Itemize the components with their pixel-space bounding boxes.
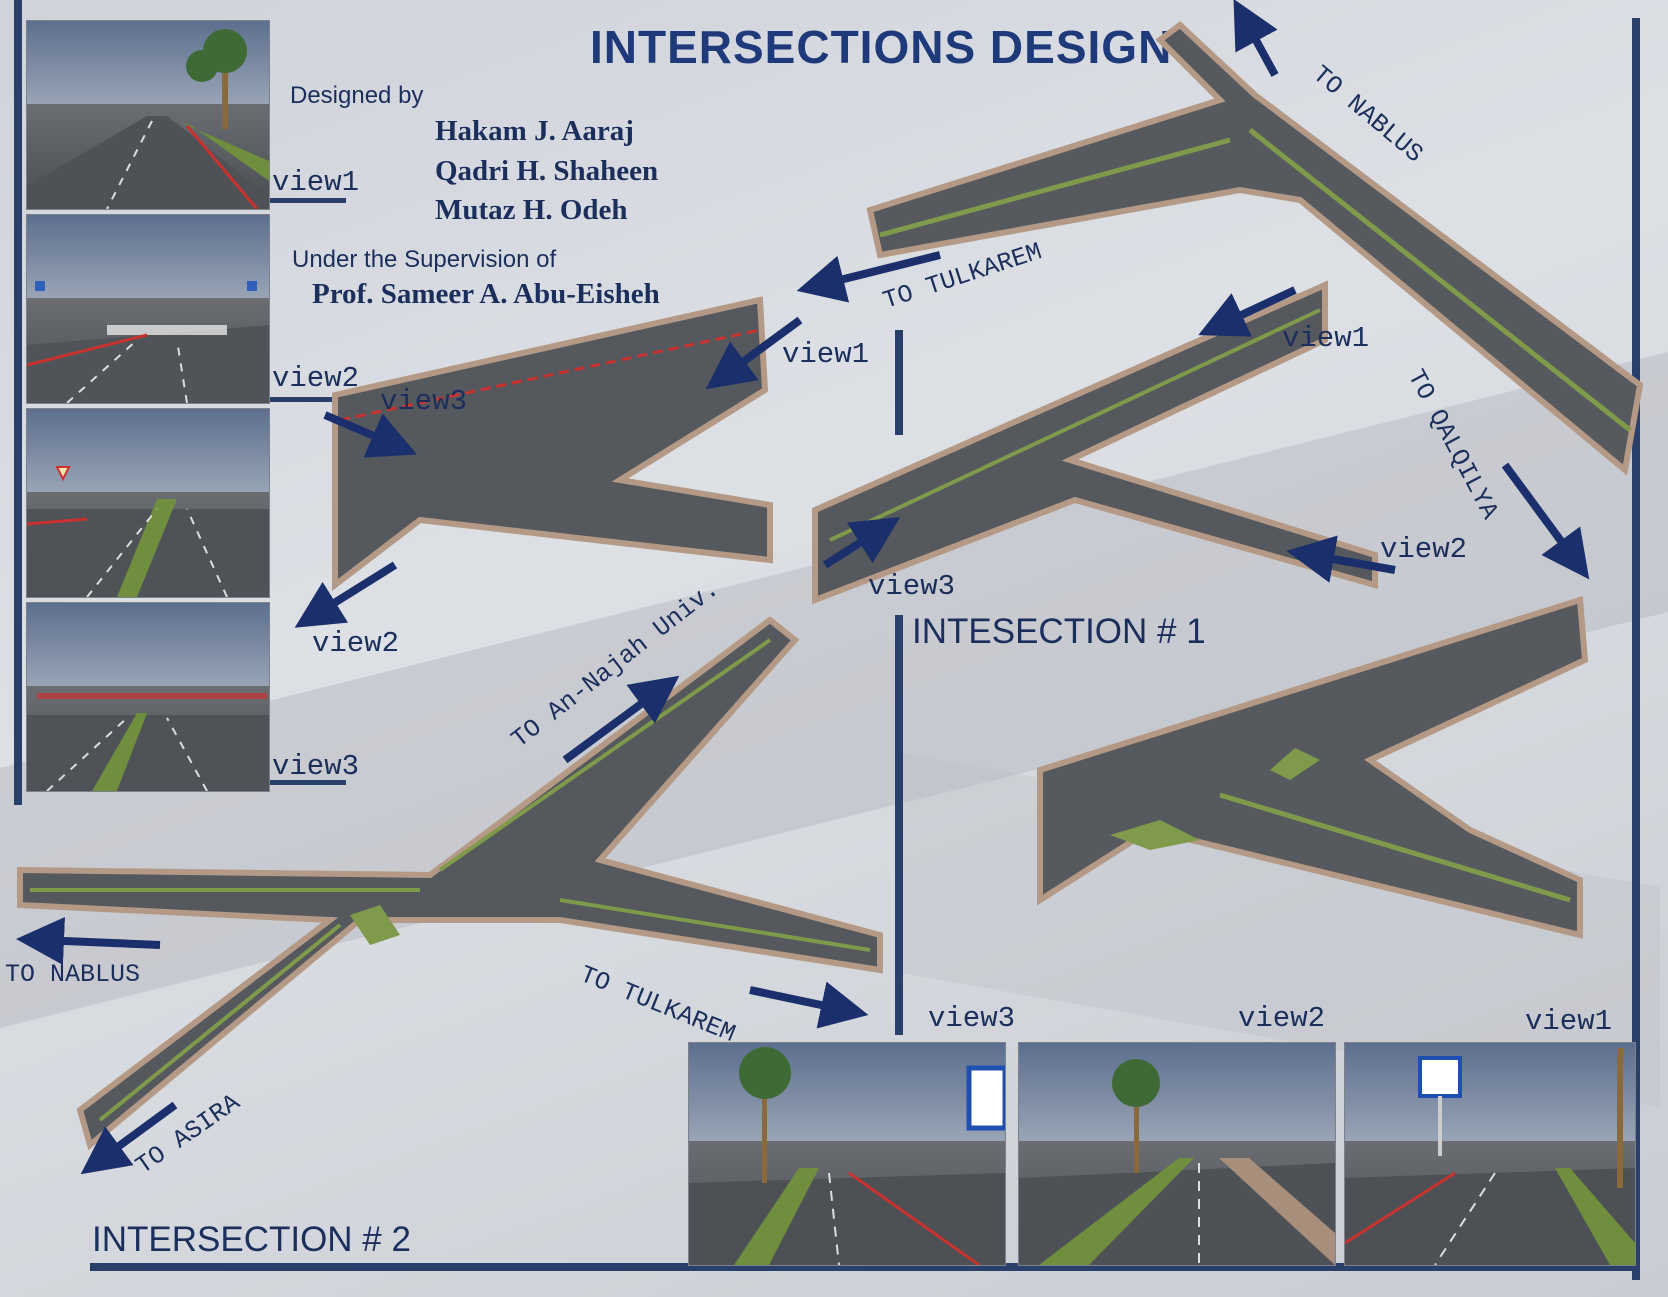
arrow-icon xyxy=(822,517,901,569)
road-surface xyxy=(1037,596,1589,939)
view4-thumbnail xyxy=(26,602,270,792)
label-underline xyxy=(270,198,346,203)
arrow-icon xyxy=(323,411,418,458)
arrow-icon xyxy=(294,561,398,628)
arrow-icon xyxy=(16,917,161,965)
intersection1-label: INTESECTION # 1 xyxy=(912,612,1206,651)
designer-name: Qadri H. Shaheen xyxy=(435,155,659,187)
road-perspective xyxy=(1019,1059,1335,1265)
road-perspective xyxy=(27,281,269,403)
arrow-icon xyxy=(1286,535,1396,583)
view3-thumbnail xyxy=(26,408,270,598)
road-surface xyxy=(332,296,773,592)
arrow-icon xyxy=(705,316,803,390)
road-surface xyxy=(17,616,883,1151)
frame-divider-small xyxy=(895,330,903,435)
arrow-icon xyxy=(1233,0,1279,77)
arrow-icon xyxy=(1198,286,1297,337)
road-perspective xyxy=(27,693,269,791)
view1-label: view1 xyxy=(1282,322,1370,355)
frame-bottom xyxy=(90,1263,1640,1271)
label-underline xyxy=(270,780,346,785)
road-perspective xyxy=(27,29,269,209)
designer-name: Mutaz H. Odeh xyxy=(435,194,628,226)
view3-label: view3 xyxy=(928,1002,1016,1035)
arrow-icon xyxy=(80,1101,178,1175)
supervision-label: Under the Supervision of xyxy=(292,246,557,273)
view1-label: view1 xyxy=(1525,1005,1613,1038)
direction-label: TO NABLUS xyxy=(5,960,141,989)
view2-thumbnail xyxy=(26,214,270,404)
view2-label: view2 xyxy=(312,627,400,660)
arrow-icon xyxy=(1501,462,1590,580)
designer-name: Hakam J. Aaraj xyxy=(435,115,634,147)
designed-by-label: Designed by xyxy=(290,82,424,109)
arrow-icon xyxy=(749,981,869,1029)
view1-label: view1 xyxy=(272,166,360,199)
supervisor-name: Prof. Sameer A. Abu-Eisheh xyxy=(312,278,660,310)
bottom-view2-thumbnail xyxy=(1018,1042,1336,1266)
view2-label: view2 xyxy=(1238,1002,1326,1035)
road-perspective xyxy=(689,1047,1005,1265)
view1-label: view1 xyxy=(782,338,870,371)
road-perspective xyxy=(1345,1048,1635,1265)
arrow-icon xyxy=(796,251,941,303)
view1-thumbnail xyxy=(26,20,270,210)
view2-label: view2 xyxy=(1380,533,1468,566)
intersection2-label: INTERSECTION # 2 xyxy=(92,1220,411,1259)
arrow-icon xyxy=(562,675,680,764)
bottom-view1-thumbnail xyxy=(1344,1042,1636,1266)
view2-label: view2 xyxy=(272,362,360,395)
bottom-view3-thumbnail xyxy=(688,1042,1006,1266)
frame-left xyxy=(14,0,22,805)
frame-divider xyxy=(895,615,903,1035)
poster-title: INTERSECTIONS DESIGN xyxy=(590,21,1173,73)
frame-right xyxy=(1632,18,1640,1280)
view3-label: view3 xyxy=(272,750,360,783)
label-underline xyxy=(270,397,340,402)
road-surface xyxy=(812,280,1378,605)
road-surface xyxy=(866,21,1644,476)
view3-label: view3 xyxy=(868,570,956,603)
view3-label: view3 xyxy=(380,385,468,418)
road-perspective xyxy=(27,466,269,597)
